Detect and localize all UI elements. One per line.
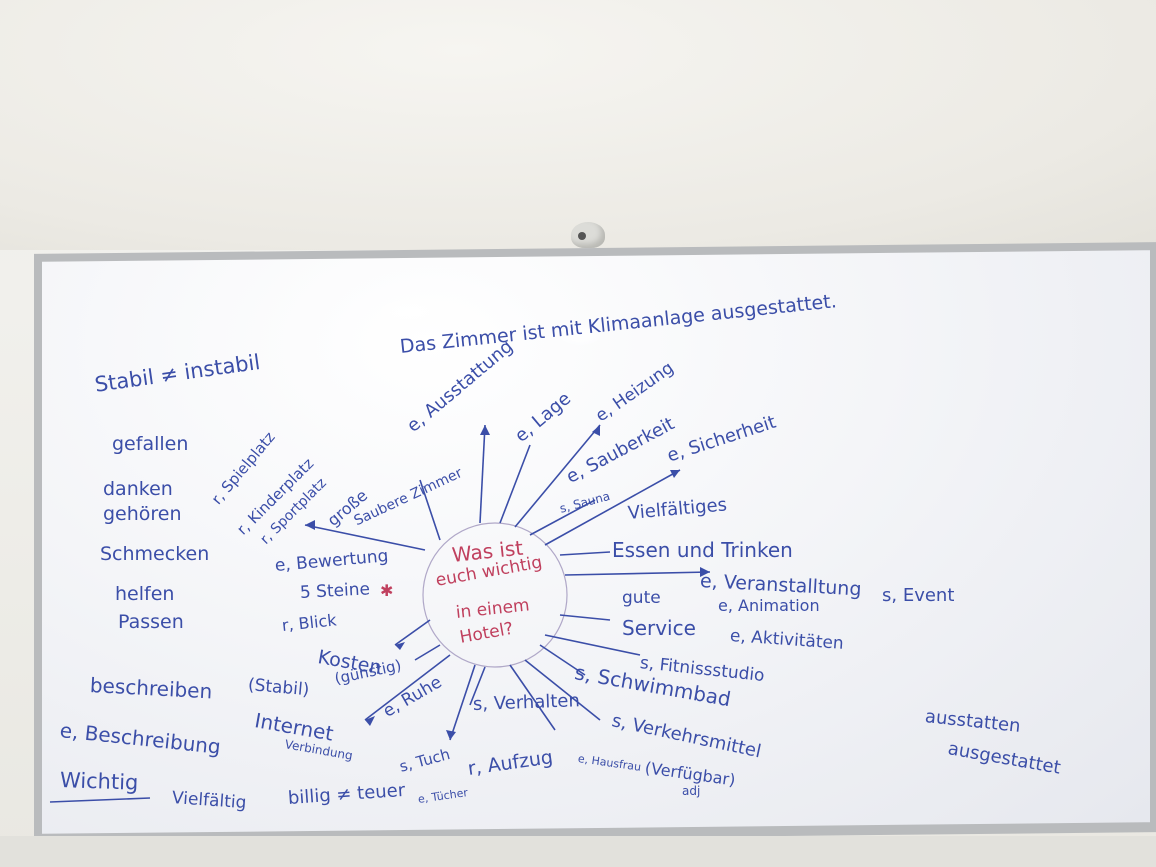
- star-icon: ✱: [380, 581, 394, 600]
- word-steine: 5 Steine: [299, 579, 371, 603]
- left-word: gefallen: [112, 433, 189, 455]
- word-event: s, Event: [882, 585, 955, 606]
- word-verhalten: s, Verhalten: [472, 690, 581, 715]
- smoke-detector-light: [578, 232, 586, 240]
- light-reflection: [560, 325, 600, 345]
- light-reflection: [380, 300, 440, 324]
- left-word: helfen: [115, 583, 175, 605]
- left-word: Passen: [118, 611, 184, 633]
- word-service: Service: [622, 616, 696, 640]
- word-adj: adj: [682, 784, 701, 798]
- word-essen: Essen und Trinken: [612, 538, 793, 562]
- word-gute: gute: [622, 588, 661, 608]
- smoke-detector: [571, 222, 605, 248]
- left-word: gehören: [103, 503, 182, 525]
- left-word: Schmecken: [100, 543, 210, 565]
- word-animation: e, Animation: [718, 596, 820, 615]
- board-tray: [0, 836, 1156, 867]
- left-word: beschreiben: [89, 673, 213, 704]
- wall-background: [0, 0, 1156, 250]
- left-word: Wichtig: [59, 768, 139, 795]
- left-word: danken: [103, 478, 173, 500]
